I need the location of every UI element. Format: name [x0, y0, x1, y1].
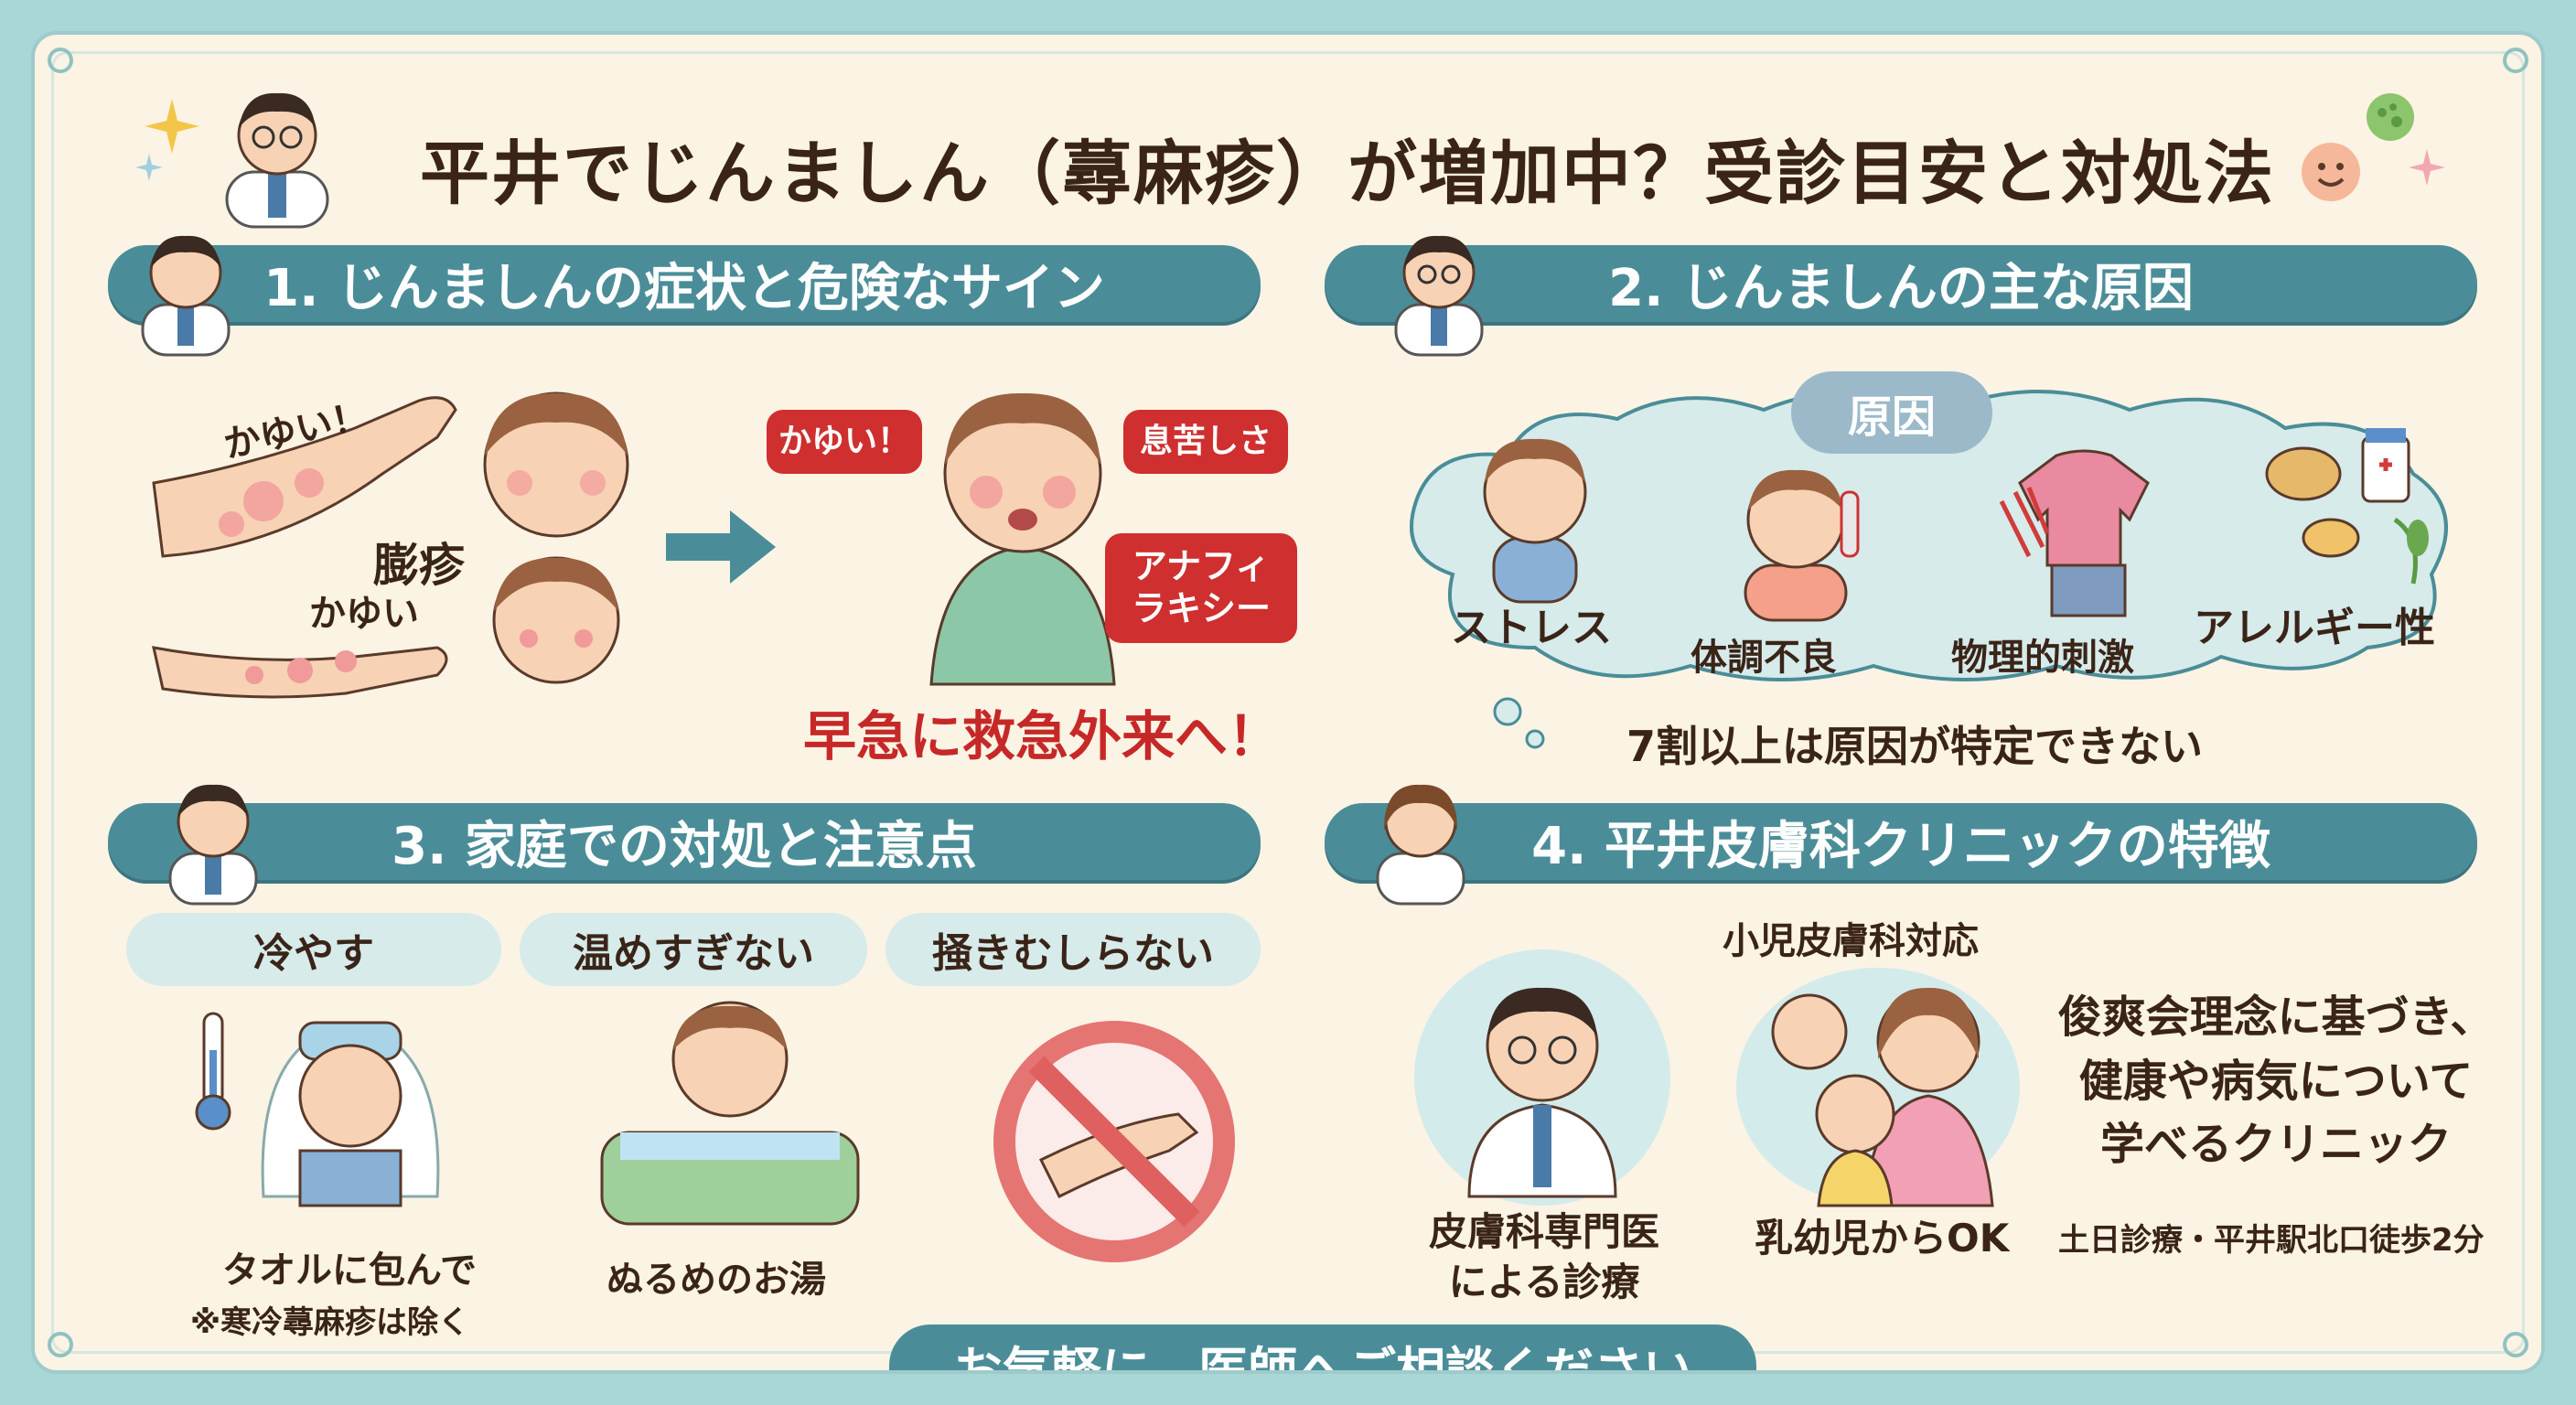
corner-ornament-icon — [48, 48, 73, 73]
distressed-person-illustration — [929, 392, 1116, 686]
doctor-icon — [141, 235, 231, 357]
corner-ornament-icon — [48, 1332, 73, 1357]
worried-face-illustration — [483, 391, 629, 684]
towel-child-illustration — [261, 1021, 440, 1207]
pediatric-title: 小児皮膚科対応 — [1723, 920, 1979, 962]
footer-text: お気軽に、医師へご相談ください — [952, 1341, 1693, 1374]
section2-heading: 2. じんましんの主な原因 — [1325, 245, 2477, 322]
cause-stress: ストレス — [1451, 605, 1612, 651]
section3-heading-text: 3. 家庭での対処と注意点 — [392, 816, 977, 876]
section3-heading: 3. 家庭での対処と注意点 — [108, 803, 1261, 880]
bubble-anaphylaxis-text: アナフィ ラキシー — [1131, 546, 1271, 628]
cause-physical: 物理的刺激 — [1951, 637, 2134, 679]
thermometer-icon — [195, 1012, 231, 1131]
doctor-icon — [168, 784, 258, 906]
section1-heading: 1. じんましんの症状と危険なサイン — [108, 245, 1261, 322]
warm-caption: ぬるめのお湯 — [606, 1259, 826, 1301]
medicine-bottle-icon — [2265, 428, 2429, 585]
sparkle-icon — [2409, 149, 2445, 186]
cause-cloud-title: 原因 — [1791, 371, 1992, 454]
bubble-anaphylaxis: アナフィ ラキシー — [1105, 533, 1297, 643]
cool-caption: タオルに包んで — [222, 1249, 477, 1292]
sparkle-icon — [145, 99, 199, 154]
footer-banner: お気軽に、医師へご相談ください — [889, 1325, 1756, 1374]
cause-unknown-note: 7割以上は原因が特定できない — [1626, 722, 2204, 771]
wheal-label: 膨疹 — [373, 539, 465, 592]
pediatric-caption: 乳幼児からOK — [1755, 1216, 2010, 1260]
thought-cloud — [1410, 390, 2448, 749]
smile-icon — [2302, 143, 2360, 201]
tip-cool: 冷やす — [126, 913, 501, 986]
tip-not-too-warm-text: 温めすぎない — [573, 930, 814, 977]
clinic-philosophy: 俊爽会理念に基づき、 健康や病気について 学べるクリニック — [2056, 986, 2496, 1177]
section2-heading-text: 2. じんましんの主な原因 — [1608, 258, 2194, 318]
corner-ornament-icon — [2503, 1332, 2528, 1357]
page-title: 平井でじんましん（蕁麻疹）が増加中？受診目安と対処法 — [420, 133, 2275, 214]
bath-child-illustration — [600, 1001, 860, 1226]
female-doctor-icon — [1376, 784, 1465, 906]
germ-icon — [2367, 93, 2414, 141]
corner-ornament-icon — [2503, 48, 2528, 73]
doctor-icon — [1467, 987, 1617, 1198]
cause-poor-health: 体調不良 — [1690, 637, 1837, 679]
section4-heading: 4. 平井皮膚科クリニックの特徴 — [1325, 803, 2477, 880]
infographic-frame: 平井でじんましん（蕁麻疹）が増加中？受診目安と対処法 1. じんましんの症状と危… — [31, 31, 2545, 1374]
sparkle-icon — [135, 154, 163, 181]
clinic-philosophy-text: 俊爽会理念に基づき、 健康や病気について 学べるクリニック — [2057, 992, 2495, 1171]
section1-heading-text: 1. じんましんの症状と危険なサイン — [263, 258, 1105, 318]
cause-allergic: アレルギー性 — [2194, 605, 2435, 651]
clinic-access: 土日診療・平井駅北口徒歩2分 — [2058, 1222, 2485, 1259]
doctor-caption-text: 皮膚科専門医 による診療 — [1428, 1209, 1659, 1304]
tip-no-scratch-text: 掻きむしらない — [932, 930, 1214, 977]
mother-child-illustration — [1771, 987, 1994, 1207]
tip-cool-text: 冷やす — [253, 930, 374, 977]
cool-note: ※寒冷蕁麻疹は除く — [190, 1304, 470, 1341]
tip-not-too-warm: 温めすぎない — [520, 913, 867, 986]
cause-cloud-title-text: 原因 — [1847, 391, 1936, 443]
tip-no-scratch: 掻きむしらない — [886, 913, 1261, 986]
physical-irritation-illustration — [1999, 449, 2150, 617]
doctor-icon — [1394, 235, 1484, 357]
sick-girl-illustration — [1744, 469, 1860, 622]
stress-boy-illustration — [1483, 438, 1587, 604]
arrow-right-icon — [666, 510, 776, 584]
section4-heading-text: 4. 平井皮膚科クリニックの特徴 — [1531, 816, 2270, 876]
no-scratch-icon — [993, 1021, 1235, 1262]
arm-label-itchy-2: かゆい — [309, 593, 419, 635]
bubble-itchy: かゆい！ — [767, 410, 922, 474]
itchy-arm-illustration — [152, 396, 457, 699]
bubble-breathless: 息苦しさ — [1123, 410, 1288, 474]
doctor-caption: 皮膚科専門医 による診療 — [1407, 1207, 1681, 1307]
doctor-icon — [225, 92, 329, 229]
emergency-warning: 早急に救急外来へ！ — [803, 705, 1282, 767]
